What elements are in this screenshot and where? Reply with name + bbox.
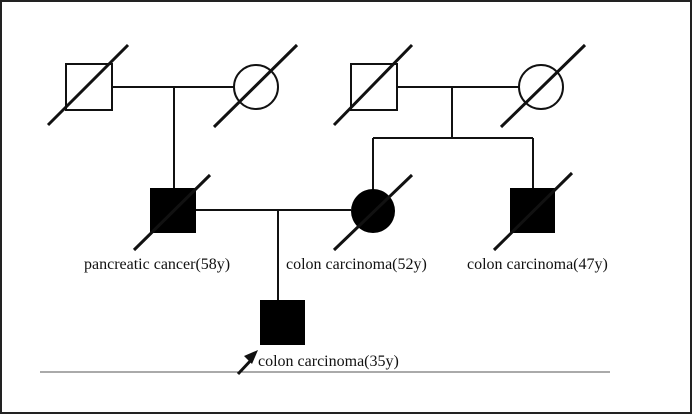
father-label: pancreatic cancer(58y) [84, 256, 231, 273]
proband-arrow-icon [236, 350, 258, 376]
proband-symbol [260, 300, 305, 345]
maternal-grandmother-deceased-slash [499, 43, 587, 129]
paternal-grandfather-deceased-slash [46, 43, 130, 127]
maternal-uncle-deceased-slash [492, 171, 574, 252]
mother-deceased-slash [332, 173, 414, 252]
maternal-grandfather-deceased-slash [332, 43, 414, 127]
maternal-grandfather-symbol [350, 63, 398, 111]
paternal-grandmother-deceased-slash [212, 43, 299, 129]
father-deceased-slash [132, 173, 212, 252]
paternal-grandfather-symbol [65, 63, 113, 111]
maternal-uncle-label: colon carcinoma(47y) [467, 256, 608, 273]
proband-label: colon carcinoma(35y) [258, 353, 399, 370]
mother-label: colon carcinoma(52y) [286, 256, 427, 273]
